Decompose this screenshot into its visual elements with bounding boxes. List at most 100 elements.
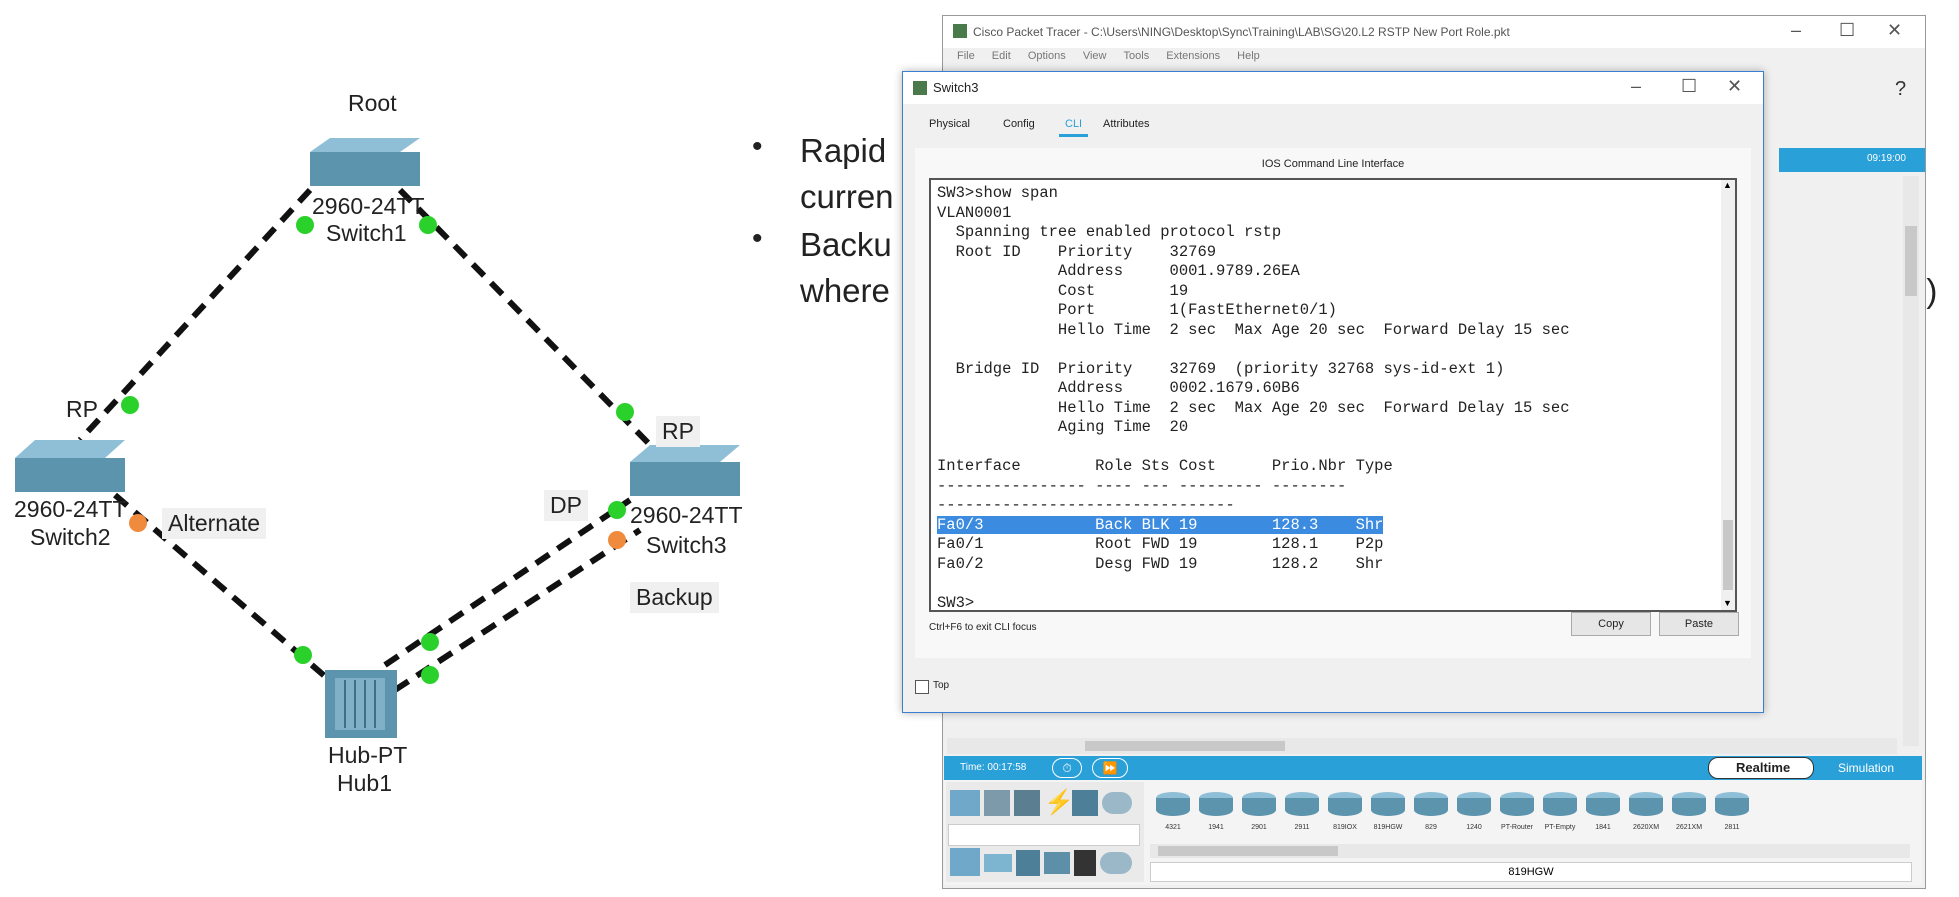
cli-line: Hello Time 2 sec Max Age 20 sec Forward … xyxy=(937,399,1570,419)
subcat-wan-icon[interactable] xyxy=(1100,852,1132,874)
subcat-hub-icon[interactable] xyxy=(1016,850,1040,876)
port-dot xyxy=(294,646,312,664)
top-checkbox[interactable] xyxy=(915,680,929,694)
device-item-icon[interactable] xyxy=(1326,788,1364,824)
cli-scroll-up-icon[interactable]: ▲ xyxy=(1723,180,1732,190)
switch3-name: Switch3 xyxy=(646,532,727,558)
subcat-router-icon[interactable] xyxy=(950,848,980,876)
pt-app-icon xyxy=(953,24,967,38)
menu-view[interactable]: View xyxy=(1082,50,1107,62)
device-item-icon[interactable] xyxy=(1283,788,1321,824)
device-list-hscrollbar[interactable] xyxy=(1150,844,1910,858)
device-item-label: PT-Router xyxy=(1501,824,1533,831)
device-item-icon[interactable] xyxy=(1498,788,1536,824)
port-dot xyxy=(608,501,626,519)
menu-edit[interactable]: Edit xyxy=(991,50,1011,62)
copy-button[interactable]: Copy xyxy=(1571,612,1651,636)
category-misc-icon[interactable] xyxy=(1072,790,1098,816)
category-network-devices-icon[interactable] xyxy=(950,790,980,816)
vscroll-thumb[interactable] xyxy=(1905,226,1917,296)
paste-button[interactable]: Paste xyxy=(1659,612,1739,636)
pt-minimize-icon[interactable]: – xyxy=(1791,20,1802,40)
tab-cli[interactable]: CLI xyxy=(1059,118,1089,137)
device-item-icon[interactable] xyxy=(1541,788,1579,824)
category-multiuser-icon[interactable] xyxy=(1102,792,1132,814)
cli-line-text xyxy=(937,340,946,358)
bullet-dot: • xyxy=(752,130,763,163)
cli-line: Bridge ID Priority 32769 (priority 32768… xyxy=(937,360,1570,380)
port-dot xyxy=(421,666,439,684)
device-item-icon[interactable] xyxy=(1240,788,1278,824)
device-item-icon[interactable] xyxy=(1197,788,1235,824)
dialog-title: Switch3 xyxy=(933,80,979,95)
subcat-security-icon[interactable] xyxy=(1074,850,1096,876)
device-item-icon[interactable] xyxy=(1412,788,1450,824)
dialog-maximize-icon[interactable]: ☐ xyxy=(1681,76,1698,96)
cli-vscroll-thumb[interactable] xyxy=(1723,520,1733,590)
hscroll-thumb[interactable] xyxy=(1085,741,1285,751)
menu-file[interactable]: File xyxy=(957,50,975,62)
device-item-label: 2811 xyxy=(1724,824,1740,831)
device-item-icon[interactable] xyxy=(1584,788,1622,824)
device-item-icon[interactable] xyxy=(1627,788,1665,824)
alternate-label: Alternate xyxy=(162,508,267,539)
help-icon[interactable]: ? xyxy=(1895,78,1907,100)
selected-device-name: 819HGW xyxy=(1508,866,1554,878)
switch2-name: Switch2 xyxy=(30,524,111,550)
pt-close-icon[interactable]: ✕ xyxy=(1887,20,1903,40)
pt-maximize-icon[interactable]: ☐ xyxy=(1839,20,1856,40)
device-item-label: 1240 xyxy=(1466,824,1482,831)
menu-tools[interactable]: Tools xyxy=(1123,50,1150,62)
link-hub-switch3-a xyxy=(383,497,632,668)
realtime-button[interactable] xyxy=(1708,757,1814,779)
cli-line: Port 1(FastEthernet0/1) xyxy=(937,301,1570,321)
cli-line: Address 0001.9789.26EA xyxy=(937,262,1570,282)
power-cycle-icon[interactable]: ⏱ xyxy=(1052,758,1082,778)
tab-config[interactable]: Config xyxy=(1003,118,1035,130)
cli-line-text xyxy=(937,438,946,456)
subcat-switch-icon[interactable] xyxy=(984,854,1012,872)
port-dot xyxy=(296,216,314,234)
device-list-hscroll-thumb[interactable] xyxy=(1158,846,1338,856)
cli-line-text: Interface Role Sts Cost Prio.Nbr Type xyxy=(937,457,1393,475)
subcat-wireless-icon[interactable] xyxy=(1044,852,1070,874)
dialog-app-icon xyxy=(913,81,927,95)
cli-line: Hello Time 2 sec Max Age 20 sec Forward … xyxy=(937,321,1570,341)
device-search-field[interactable] xyxy=(948,824,1140,846)
switch2-rp-label: RP xyxy=(66,396,98,422)
category-connections-icon[interactable]: ⚡ xyxy=(1044,789,1074,816)
device-item-icon[interactable] xyxy=(1455,788,1493,824)
dialog-minimize-icon[interactable]: – xyxy=(1631,76,1642,96)
category-components-icon[interactable] xyxy=(1014,790,1040,816)
backup-label: Backup xyxy=(630,582,719,613)
device-item-icon[interactable] xyxy=(1670,788,1708,824)
cli-line-text: Fa0/1 Root FWD 19 128.1 P2p xyxy=(937,535,1384,553)
menu-extensions[interactable]: Extensions xyxy=(1166,50,1221,62)
device-item-icon[interactable] xyxy=(1369,788,1407,824)
switch2-model: 2960-24TT xyxy=(14,496,127,522)
workspace-vscrollbar[interactable] xyxy=(1903,176,1919,746)
cli-line-text: Cost 19 xyxy=(937,281,1189,300)
category-end-devices-icon[interactable] xyxy=(984,790,1010,816)
device-item-label: 819HGW xyxy=(1373,824,1403,831)
cli-line-text: Fa0/3 Back BLK 19 128.3 Shr xyxy=(937,515,1384,534)
fast-forward-icon[interactable]: ⏩ xyxy=(1092,758,1128,778)
menu-options[interactable]: Options xyxy=(1027,50,1066,62)
tab-attributes[interactable]: Attributes xyxy=(1103,118,1150,130)
simulation-label[interactable]: Simulation xyxy=(1838,761,1895,775)
cli-scroll-down-icon[interactable]: ▼ xyxy=(1723,598,1732,608)
clock-display: 09:19:00 xyxy=(1867,153,1906,164)
port-dot xyxy=(121,396,139,414)
cli-line-text: ---------------- ---- --- --------- ----… xyxy=(937,476,1347,495)
cli-line-text xyxy=(937,574,946,592)
device-item-label: 2620XM xyxy=(1632,824,1660,831)
cli-vscrollbar[interactable]: ▲ ▼ xyxy=(1721,180,1735,610)
menu-help[interactable]: Help xyxy=(1237,50,1260,62)
cli-line: Aging Time 20 xyxy=(937,418,1570,438)
workspace-hscrollbar[interactable] xyxy=(947,738,1897,754)
tab-physical[interactable]: Physical xyxy=(929,118,970,130)
device-item-icon[interactable] xyxy=(1713,788,1751,824)
device-item-icon[interactable] xyxy=(1154,788,1192,824)
dialog-close-icon[interactable]: ✕ xyxy=(1727,76,1743,96)
